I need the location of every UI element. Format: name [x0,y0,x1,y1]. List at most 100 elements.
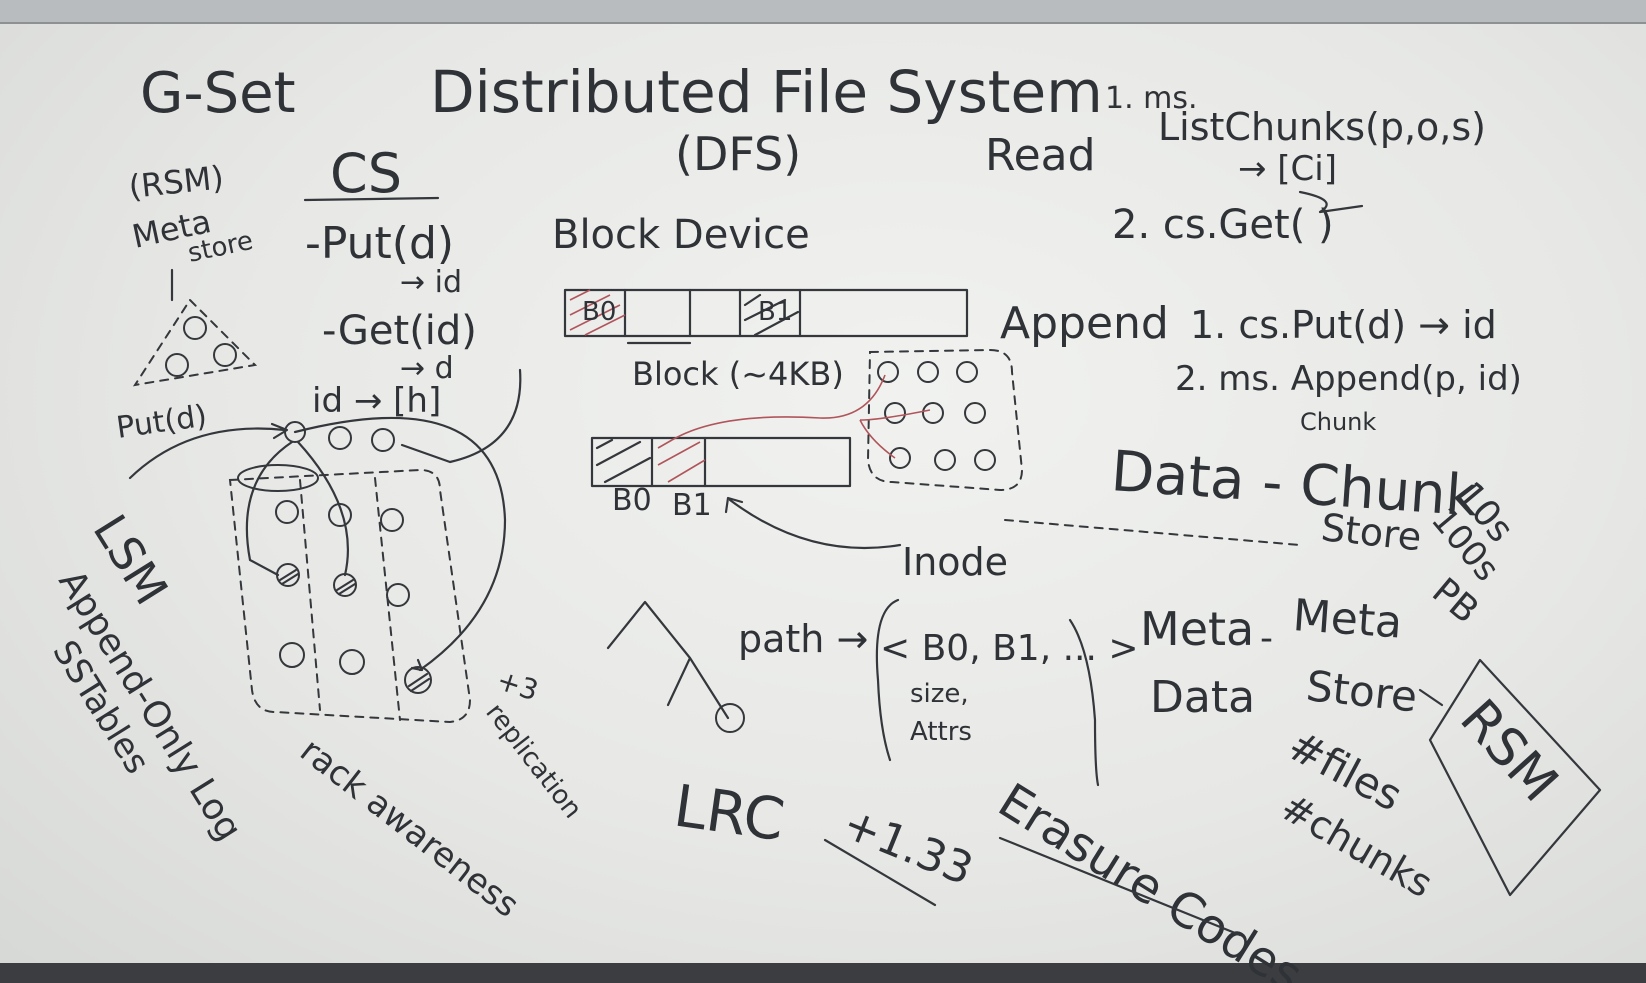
local-arrow [245,440,294,577]
chunk-node [339,649,365,675]
rack-awareness-label: rack awareness [292,731,526,926]
attrs-label: Attrs [910,717,972,747]
block-b0-hatch [569,289,626,336]
meta-node [165,353,189,377]
inode-block-list [590,436,852,488]
chunk-node-filled [922,402,944,424]
chunk-node [884,402,906,424]
rack-divider [299,479,321,711]
chunk-server-node [371,428,395,452]
put-arrow [128,427,287,480]
inode-b0-hatch [595,438,652,484]
chunk-node [380,508,404,532]
cs-get-return: → d [400,351,454,386]
hatch [335,578,357,596]
chunk-node [917,361,939,383]
read-label: Read [985,130,1096,181]
rsm-box [1428,658,1602,897]
board-subtitle: (DFS) [675,127,801,181]
size-label: size, [910,679,969,709]
chunk-node [964,402,986,424]
read-step-2: 2. cs.Get( ) [1112,202,1334,248]
read-step-1b: ListChunks(p,o,s) [1158,105,1486,149]
block-b0-label: B0 [582,297,616,327]
path-brace [875,598,900,762]
block-dividers [623,288,802,338]
overhead-label: +1.33 [836,798,980,896]
append-chunk-label: Chunk [1300,408,1376,436]
directory-tree [606,600,730,720]
cs-put-return: → id [400,265,462,300]
metadata-dash: - [1260,618,1273,659]
block-b1-hatch [743,293,800,337]
chunk-node [279,642,305,668]
inode-dividers [650,436,707,488]
cs-underline [303,196,440,202]
chunk-server-node [284,421,306,443]
hatch [278,568,300,586]
meta-store-triangle [132,298,258,387]
whiteboard-frame-bottom [0,963,1646,983]
read-step-1c: → [Ci] [1238,149,1337,189]
block-size-label: Block (~4KB) [632,355,844,393]
rack-cluster-boundary [228,468,472,724]
dashed-separator [1004,519,1301,546]
meta-store-right-1: Meta [1291,590,1404,648]
chunk-node [386,583,410,607]
chunk-node [275,500,299,524]
meta-data-label-1: Meta [1140,602,1254,656]
inode-b1-hatch [657,439,706,483]
meta-node [183,316,207,340]
append-step-2: 2. ms. Append(p, id) [1175,359,1522,399]
cs-label: CS [330,142,402,205]
red-link [859,409,931,421]
red-link [859,419,896,459]
chunk-node-filled [333,573,357,597]
block-b1-label: B1 [758,297,792,327]
overhead-underline [823,838,937,907]
erasure-underline [998,836,1242,937]
inode-arrowhead [724,496,744,514]
chunk-node [934,449,956,471]
inode-b0-label: B0 [612,483,652,518]
read-step-1a: 1. ms. [1105,81,1198,116]
red-link [671,374,886,441]
replication-label: replication [479,698,587,825]
block-device-label: Block Device [552,212,810,258]
inode-arrow [728,498,902,550]
id-map-label: id → [h] [312,381,441,421]
inode-b1-label: B1 [672,488,712,523]
cs-get-label: -Get(id) [322,308,477,354]
append-label: Append [1000,298,1169,349]
chunk-node-filled [404,666,432,694]
replication-arrow [293,416,507,672]
data-chunk-label: Data - Chunk [1109,439,1481,530]
chunk-node-filled [276,563,300,587]
get-return-arrow [400,368,522,464]
chunk-node-filled [877,361,899,383]
block-device-bar [563,288,969,338]
chunk-node [974,449,996,471]
erasure-codes-label: Erasure Codes [989,773,1312,983]
tree-leaf-node [715,703,745,733]
chunk-node [328,503,352,527]
meta-store-right-2: Store [1304,661,1420,721]
hatch [407,672,431,693]
whiteboard-frame-top [0,0,1646,24]
path-label: path → [738,617,868,661]
append-step-1: 1. cs.Put(d) → id [1190,303,1497,347]
cs-put-label: -Put(d) [305,218,454,269]
chunk-server-node [328,426,352,450]
rsm-paren-label: (RSM) [127,158,226,206]
meta-store-rsm-link [1418,688,1444,707]
replication-arrowhead [410,658,424,672]
inode-label: Inode [902,540,1008,584]
local-arrow-2 [296,440,349,577]
read-arrow [1298,190,1364,214]
gset-label: G-Set [140,61,296,126]
meta-node [213,343,237,367]
chunk-node-filled [889,447,911,469]
chunk-store-cluster [866,348,1024,492]
board-title: Distributed File System [430,58,1103,126]
